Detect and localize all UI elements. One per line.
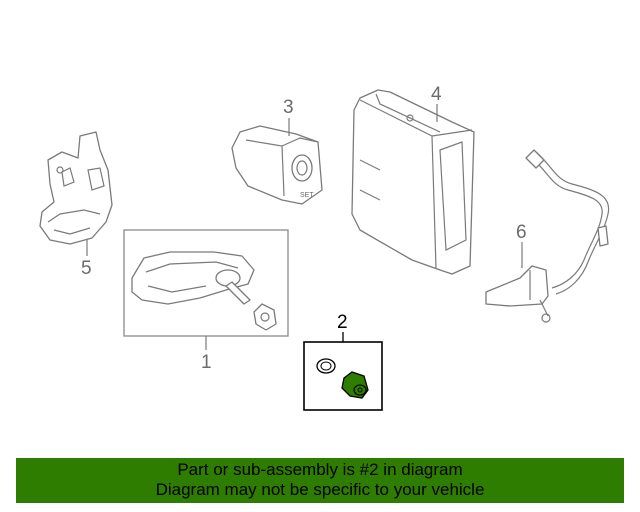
- callout-3[interactable]: 3: [283, 97, 294, 118]
- callout-1[interactable]: 1: [201, 352, 212, 373]
- part-5-bracket[interactable]: [39, 131, 113, 245]
- highlight-banner: Part or sub-assembly is #2 in diagram Di…: [16, 458, 624, 503]
- callout-4[interactable]: 4: [431, 84, 442, 105]
- banner-line-2: Diagram may not be specific to your vehi…: [155, 480, 485, 499]
- part-4-ecu-module[interactable]: [351, 89, 475, 275]
- part-2-valve-cap[interactable]: [316, 358, 369, 399]
- grommet-ring: [316, 358, 336, 374]
- part-1-tpms-sensor[interactable]: [131, 251, 277, 331]
- callout-5[interactable]: 5: [81, 258, 92, 279]
- part-6-sensor-cable[interactable]: [485, 149, 610, 323]
- part-3-switch[interactable]: SET: [231, 125, 323, 205]
- part-2-frame: [303, 341, 383, 411]
- banner-line-1: Part or sub-assembly is #2 in diagram: [177, 460, 463, 479]
- callout-2[interactable]: 2: [337, 312, 348, 333]
- switch-set-label: SET: [300, 192, 314, 199]
- callout-6[interactable]: 6: [516, 222, 527, 243]
